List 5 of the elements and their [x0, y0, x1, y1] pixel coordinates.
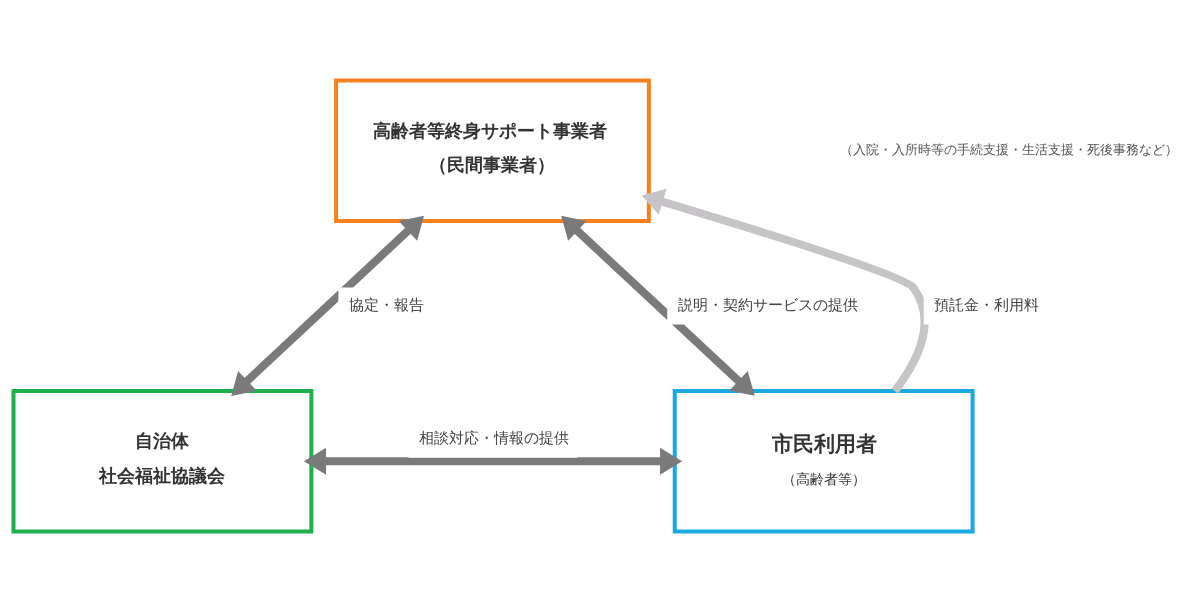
edge-label: 説明・契約サービスの提供 — [678, 295, 859, 314]
label: （入院・入所時等の手続支援・生活支援・死後事務など） — [839, 141, 1178, 157]
edge-label: 協定・報告 — [348, 295, 424, 314]
edge-label: 預託金・利用料 — [934, 295, 1040, 314]
edge-label: 相談対応・情報の提供 — [419, 429, 570, 448]
